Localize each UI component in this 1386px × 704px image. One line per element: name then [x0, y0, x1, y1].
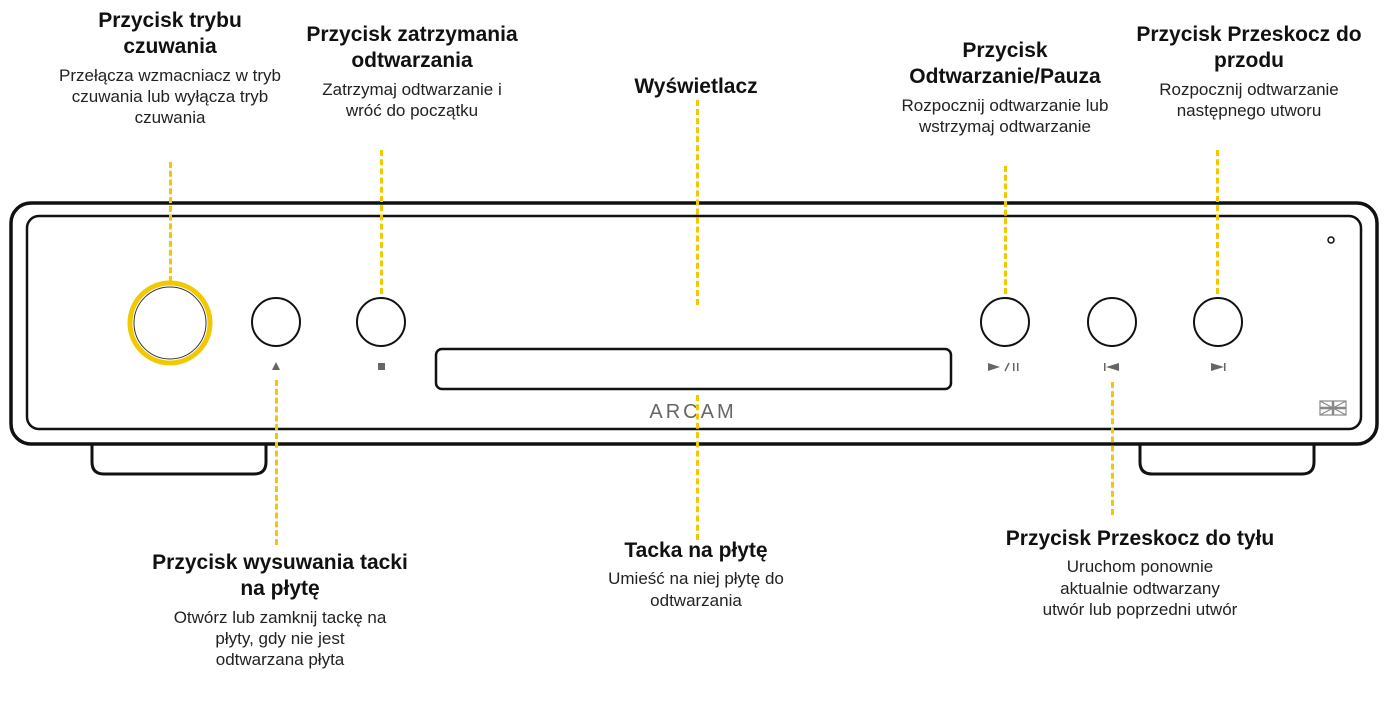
right-foot [1138, 440, 1316, 476]
eject-button[interactable] [251, 297, 301, 347]
callout-eject: Przycisk wysuwania tacki na płytę Otwórz… [140, 550, 420, 670]
callout-play-pause: Przycisk Odtwarzanie/Pauza Rozpocznij od… [840, 38, 1170, 137]
callout-skip-forward-title: Przycisk Przeskocz do przodu [1136, 23, 1362, 73]
eject-leader-line [275, 380, 278, 545]
callout-eject-description: Otwórz lub zamknij tackę na płyty, gdy n… [173, 607, 387, 670]
callout-stop-description: Zatrzymaj odtwarzanie i wróć do początku [322, 79, 502, 120]
callout-standby: Przycisk trybu czuwania Przełącza wzmacn… [50, 8, 290, 128]
callout-skip-forward-description: Rozpocznij odtwarzanie następnego utworu [1159, 79, 1339, 120]
callout-skip-back: Przycisk Przeskocz do tyłu Uruchom ponow… [940, 526, 1340, 620]
brand-logo: ARCAM [649, 401, 736, 423]
play-pause-button[interactable] [980, 297, 1030, 347]
flag-icon [1319, 400, 1347, 416]
callout-skip-back-description: Uruchom ponownie aktualnie odtwarzany ut… [1042, 557, 1238, 619]
callout-skip-forward: Przycisk Przeskocz do przodu Rozpocznij … [1124, 22, 1374, 121]
left-foot [90, 440, 268, 476]
stop-button[interactable] [356, 297, 406, 347]
callout-skip-back-title: Przycisk Przeskocz do tyłu [1005, 527, 1275, 550]
stop-icon [378, 363, 385, 370]
play-pause-icon [988, 362, 1019, 372]
callout-standby-title: Przycisk trybu czuwania [98, 9, 242, 59]
eject-icon [272, 362, 280, 370]
callout-display: Wyświetlacz [596, 74, 796, 100]
callout-display-title: Wyświetlacz [634, 75, 758, 98]
skip-forward-leader-line [1216, 150, 1219, 294]
callout-tray-description: Umieść na niej płytę do odtwarzania [608, 569, 784, 610]
callout-play-pause-title: Przycisk Odtwarzanie/Pauza [909, 39, 1101, 89]
ir-sensor [1327, 236, 1335, 244]
disc-tray[interactable] [434, 347, 953, 391]
standby-leader-line [169, 162, 172, 282]
skip-back-icon [1104, 363, 1119, 371]
callout-stop: Przycisk zatrzymania odtwarzania Zatrzym… [272, 22, 552, 121]
skip-forward-icon [1211, 363, 1226, 371]
skip-forward-button[interactable] [1193, 297, 1243, 347]
standby-button[interactable] [127, 280, 213, 366]
skip-back-leader-line [1111, 382, 1114, 515]
front-panel [25, 214, 1363, 431]
callout-tray-title: Tacka na płytę [624, 539, 768, 562]
skip-back-button[interactable] [1087, 297, 1137, 347]
callout-tray: Tacka na płytę Umieść na niej płytę do o… [576, 538, 816, 611]
standby-button-inner-edge [133, 286, 207, 360]
callout-play-pause-description: Rozpocznij odtwarzanie lub wstrzymaj odt… [901, 95, 1109, 136]
callout-stop-title: Przycisk zatrzymania odtwarzania [306, 23, 518, 73]
play-pause-leader-line [1004, 166, 1007, 294]
tray-leader-line [696, 395, 699, 540]
callout-eject-title: Przycisk wysuwania tacki na płytę [152, 551, 408, 601]
stop-leader-line [380, 150, 383, 294]
display-leader-line [696, 100, 699, 305]
callout-standby-description: Przełącza wzmacniacz w tryb czuwania lub… [58, 65, 281, 128]
